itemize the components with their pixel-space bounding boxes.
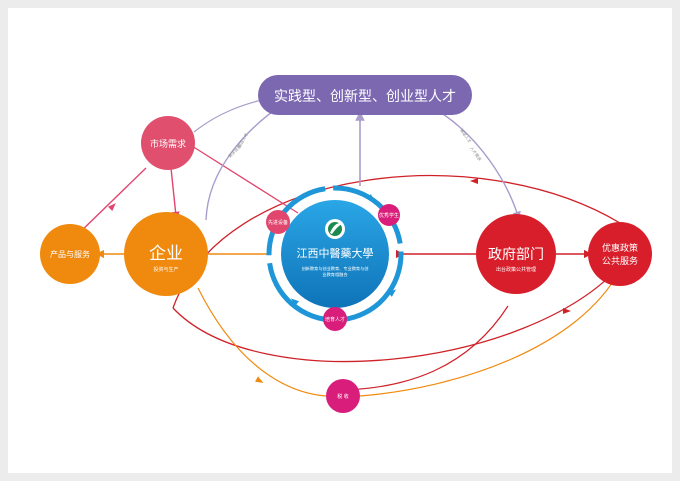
red-gov-bottom [342,305,509,391]
satellite-tech-label: 先进设备 [268,219,288,226]
product-label: 产品与服务 [50,249,90,259]
gov-node [476,214,556,294]
policy-line2: 公共服务 [602,255,638,267]
ring-arrow-1 [367,194,376,202]
product-market-line [75,167,147,237]
university-node [281,200,389,308]
university-line1: 创新教育与创业教育、专业教育与创 [301,265,368,272]
satellite-tech [266,210,290,234]
tax-node [326,379,360,413]
gov-title: 政府部门 [488,247,544,263]
satellite-cert-label: 优秀学生 [379,212,399,219]
red-arrow-1 [470,178,478,184]
gov-subtitle: 出台政策公共管理 [496,266,536,273]
enterprise-title: 企业 [149,244,183,264]
market-node [141,116,195,170]
university-line2: 业教育相融合 [322,271,348,278]
satellite-talent-train-label: 培育人才 [325,316,345,323]
red-arrow-2 [563,308,571,314]
edge-label-b: 需求信息 [226,143,242,159]
satellite-cert [378,204,400,226]
relationship-diagram: 输送人才 需求信息 输送人才 人才需求 实践型、创新型、创业型人才 市场需求 产… [40,75,652,413]
diagram-page: 输送人才 需求信息 输送人才 人才需求 实践型、创新型、创业型人才 市场需求 产… [8,8,672,473]
university-name: 江西中醫藥大學 [297,246,374,260]
ent-tax-line [197,287,327,397]
ring-arrow-3 [388,289,397,297]
ring-arrow-2 [290,298,299,306]
edge-label-d: 人才需求 [469,145,483,162]
satellite-talent-train [323,307,347,331]
enterprise-node [124,212,208,296]
edge-label-c: 输送人才 [459,127,473,144]
market-label: 市场需求 [150,138,186,150]
policy-line1: 优惠政策 [602,242,638,254]
product-node [40,224,100,284]
market-univ-line [191,145,299,214]
leaf-icon [330,223,342,234]
red-loop-bottom [172,265,621,363]
enterprise-subtitle: 投资与生产 [153,266,178,273]
talent-node [258,75,472,115]
policy-node [588,222,652,286]
tax-label: 税 收 [337,393,349,400]
lav-talent-gov [442,113,521,221]
orange-arrow-1 [255,376,264,383]
talent-label: 实践型、创新型、创业型人才 [274,89,456,105]
lav-market-talent [193,97,271,133]
market-ent-line [170,167,180,221]
pink-arrow-1 [108,203,116,211]
tax-gov-line [359,269,621,397]
